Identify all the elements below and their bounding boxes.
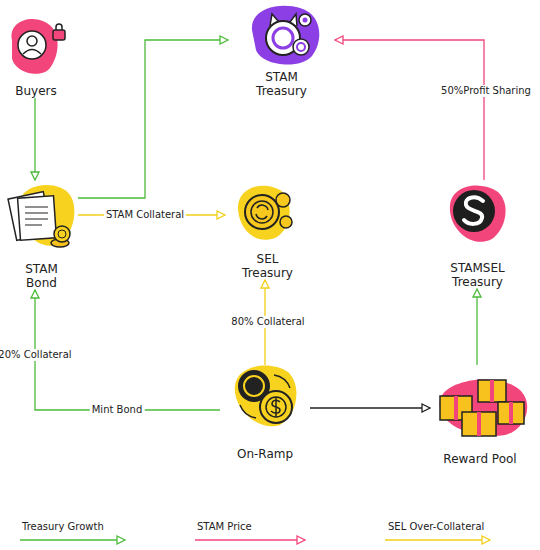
node-title: STAMSEL Treasury	[443, 261, 513, 289]
node-box: STAM Treasury	[228, 0, 335, 98]
edge-label: Mint Bond	[90, 404, 145, 416]
line-label: 20% Collateral	[0, 349, 74, 361]
flow-arrow	[34, 98, 35, 180]
node-title: Reward Pool	[430, 452, 530, 466]
on-ramp-icon	[235, 366, 297, 427]
edge-label: 80% Collateral	[229, 316, 306, 328]
node-box: STAM Bond	[5, 180, 78, 290]
flow-arrow	[476, 289, 477, 365]
legend-text: STAM Price	[197, 521, 252, 533]
connector-group	[35, 40, 484, 410]
node-box: On-Ramp	[220, 365, 310, 461]
sel-treasury-icon	[238, 186, 292, 240]
edge-label: 50%Profit Sharing	[439, 85, 533, 97]
node-box: STAMSEL Treasury	[440, 180, 515, 289]
flow-arrow	[335, 40, 484, 180]
legend-sample	[385, 539, 490, 540]
legend-sample	[20, 539, 125, 540]
legend-sample	[195, 539, 305, 540]
node-title: STAM Bond	[17, 262, 67, 290]
stamsel-treasury-icon	[450, 186, 506, 242]
flow-arrow	[310, 407, 430, 408]
edge-label: STAM Collateral	[104, 209, 186, 221]
stam-bond-icon	[8, 185, 74, 247]
node-box: Buyers	[5, 15, 67, 98]
buyers-icon	[12, 19, 65, 74]
node-box: SEL Treasury	[225, 180, 310, 280]
node-title: STAM Treasury	[247, 70, 317, 98]
legend-text: Treasury Growth	[22, 521, 104, 533]
node-title: On-Ramp	[220, 447, 310, 461]
legend-text: SEL Over-Collateral	[388, 521, 484, 533]
reward-pool-icon	[440, 379, 528, 436]
node-box: Reward Pool	[430, 365, 530, 466]
flow-arrow	[78, 40, 228, 198]
stam-treasury-icon	[252, 6, 319, 65]
node-title: Buyers	[6, 84, 66, 98]
node-title: SEL Treasury	[233, 252, 303, 280]
